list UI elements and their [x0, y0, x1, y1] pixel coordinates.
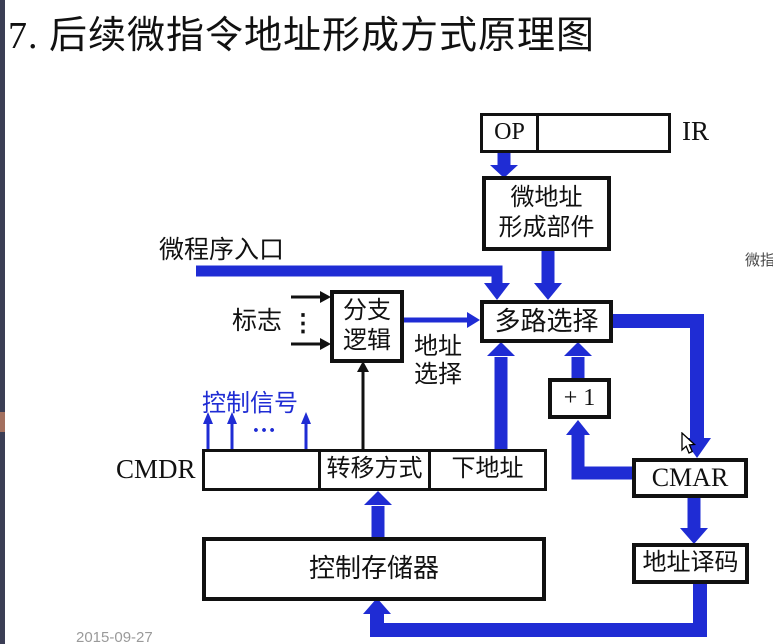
multiplexer-box: 多路选择: [480, 300, 613, 343]
arrow-cmar-to-addr-decoder: [680, 497, 708, 544]
addr-select-label: 地址 选择: [414, 334, 466, 389]
arrow-control-store-to-cmdr: [364, 491, 392, 537]
arrow-cmar-to-plus-one: [566, 420, 632, 480]
flags-label: 标志: [232, 308, 283, 335]
micro-addr-former-box: 微地址 形成部件: [482, 176, 611, 251]
arrow-former-to-mux: [534, 250, 562, 300]
arrow-control-signal-3: [301, 412, 311, 449]
ir-label: IR: [682, 116, 709, 146]
ir-address-field: [536, 116, 668, 150]
window-edge-accent: [0, 412, 5, 432]
control-signals-dots: …: [252, 412, 278, 438]
arrow-branch-logic-to-mux: [404, 312, 480, 328]
micro-addr-former-line2: 形成部件: [498, 214, 595, 241]
micro-addr-former-line1: 微地址: [510, 185, 583, 212]
ir-register-box: OP: [480, 113, 671, 153]
flags-vertical-dots: ⋮: [291, 310, 315, 337]
cmdr-register-box: 转移方式 下地址: [202, 449, 547, 491]
branch-logic-line2: 逻辑: [343, 327, 391, 354]
cmdr-next-addr-field: 下地址: [428, 452, 544, 488]
cmdr-transfer-mode-field: 转移方式: [318, 452, 428, 488]
ir-op-field: OP: [494, 119, 525, 146]
control-signals-label: 控制信号: [202, 391, 298, 417]
arrow-next-addr-to-mux: [487, 342, 515, 449]
window-edge-strip: [0, 0, 5, 644]
arrow-op-to-former: [490, 152, 518, 178]
page-title: 7. 后续微指令地址形成方式原理图: [8, 15, 596, 57]
plus-one-box: + 1: [548, 378, 611, 419]
arrow-cmdr-to-branch-logic: [357, 361, 369, 449]
branch-logic-line1: 分支: [343, 298, 391, 325]
branch-logic-box: 分支 逻辑: [330, 290, 404, 363]
control-store-box: 控制存储器: [202, 537, 546, 601]
edge-partial-text: 微指: [745, 253, 773, 269]
arrow-plus-one-to-mux: [564, 342, 592, 378]
addr-select-line1: 地址: [414, 334, 462, 360]
cmdr-control-field: [205, 452, 318, 488]
microprogram-entry-label: 微程序入口: [159, 237, 285, 264]
mouse-cursor-icon: [681, 432, 697, 454]
addr-decoder-box: 地址译码: [632, 543, 749, 584]
cmar-box: CMAR: [632, 458, 748, 498]
date-label: 2015-09-27: [76, 629, 153, 644]
addr-select-line2: 选择: [414, 361, 462, 388]
cmdr-label: CMDR: [116, 454, 196, 484]
